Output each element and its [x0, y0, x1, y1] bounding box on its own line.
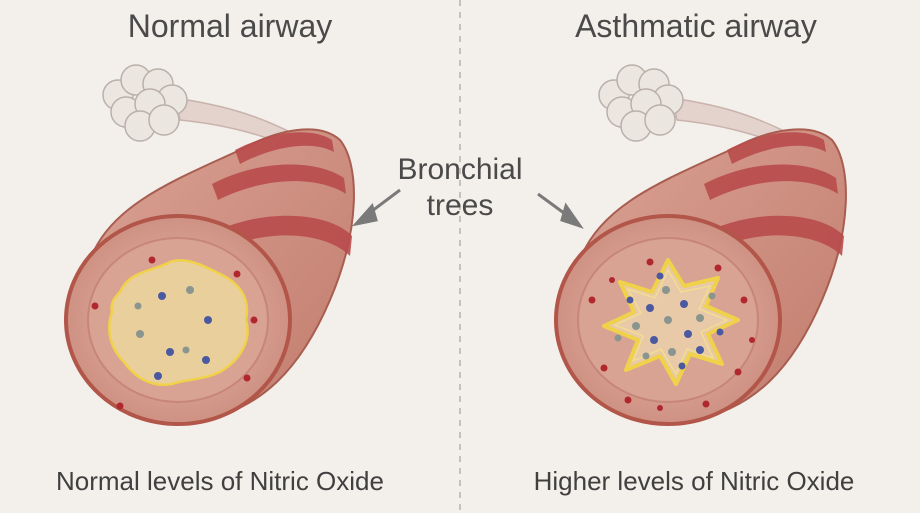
normal-lumen-particles [134, 286, 212, 380]
asthmatic-lumen-particles [614, 272, 724, 370]
normal-alveoli-cluster [102, 64, 188, 142]
asthmatic-inflamed-border [613, 268, 729, 376]
asthmatic-cartilage-band [727, 132, 826, 164]
bronchial-trees-label: Bronchial trees [380, 152, 540, 224]
asthmatic-airway-caption: Higher levels of Nitric Oxide [533, 466, 855, 496]
normal-cartilage-band [235, 132, 334, 164]
asthmatic-airway-illustration [554, 64, 847, 426]
normal-lumen [108, 259, 249, 387]
bronchial-trees-line2: trees [426, 189, 494, 222]
pointer-arrows [351, 188, 584, 229]
normal-cartilage-band [212, 164, 346, 200]
normal-cartilage-band [206, 215, 352, 256]
asthmatic-cartilage-band [698, 215, 844, 256]
bronchial-trees-line1: Bronchial [397, 153, 523, 186]
asthmatic-wall-particles [588, 258, 755, 411]
normal-airway-caption: Normal levels of Nitric Oxide [56, 466, 384, 496]
normal-airway-title: Normal airway [127, 8, 333, 44]
asthmatic-alveoli-cluster [598, 64, 684, 142]
normal-airway-illustration [64, 64, 355, 426]
asthmatic-cartilage-band [704, 164, 838, 200]
asthmatic-airway-title: Asthmatic airway [575, 8, 817, 44]
left-arrow-head [351, 202, 378, 227]
normal-wall-particles [91, 256, 258, 410]
right-arrow-head [560, 202, 584, 229]
